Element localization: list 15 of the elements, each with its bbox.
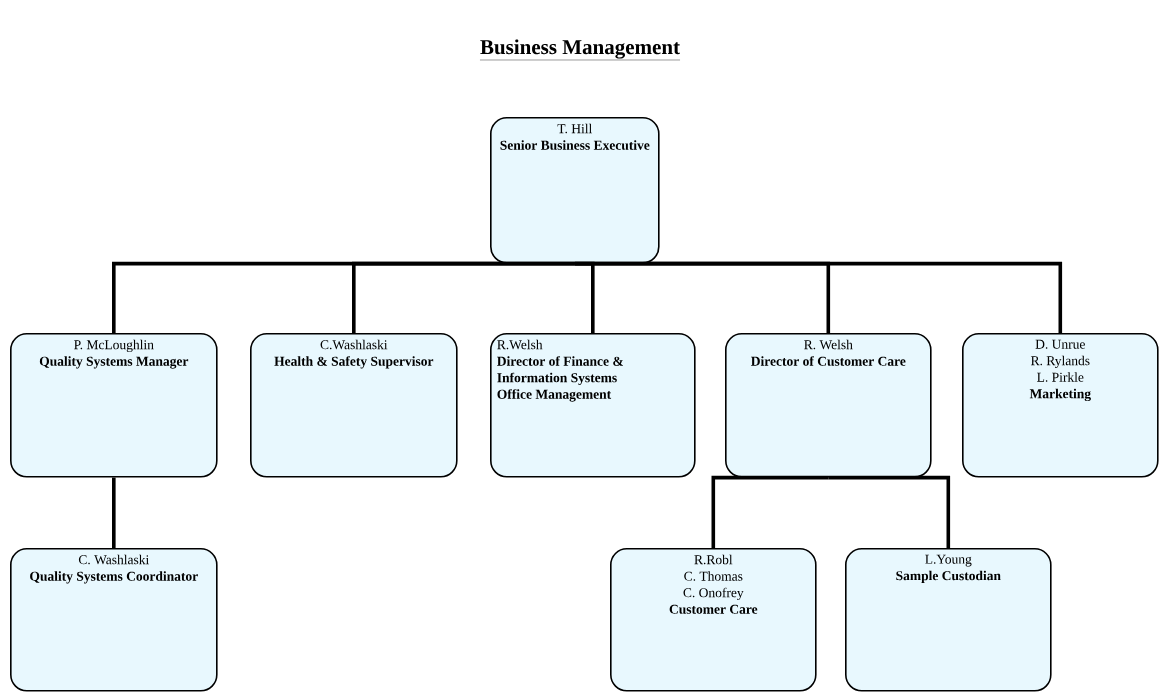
org-box: D. Unrue R. Rylands L. Pirkle Marketing <box>962 333 1159 478</box>
connector-line <box>112 477 116 548</box>
org-box: P. McLoughlin Quality Systems Manager <box>10 333 218 478</box>
title: Business Management <box>479 39 681 61</box>
org-box: R. Welsh Director of Customer Care <box>725 333 932 478</box>
org-box: C. Washlaski Quality Systems Coordinator <box>10 548 218 692</box>
org-box: R.Welsh Director of Finance & Information Systems Office Management <box>490 333 696 478</box>
connector-line <box>574 261 1063 333</box>
connector-line <box>352 261 575 333</box>
connector-line <box>711 475 829 548</box>
connector-line <box>828 475 951 548</box>
org-box: L.Young Sample Custodian <box>845 548 1052 692</box>
org-box: T. Hill Senior Business Executive <box>490 117 660 264</box>
org-box: C.Washlaski Health & Safety Supervisor <box>250 333 458 478</box>
org-box: R.Robl C. Thomas C. Onofrey Customer Care <box>610 548 817 692</box>
